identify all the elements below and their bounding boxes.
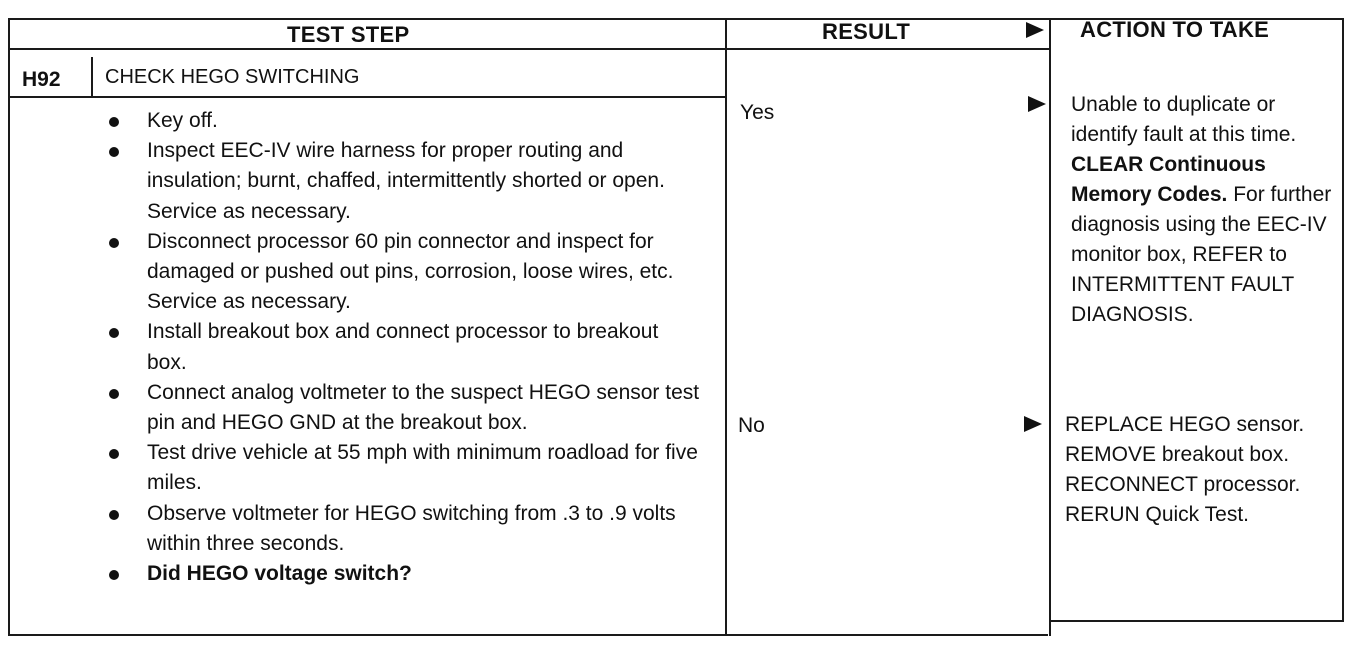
table-right-border bbox=[1342, 18, 1344, 622]
list-item: Observe voltmeter for HEGO switching fro… bbox=[103, 499, 703, 559]
list-item: Did HEGO voltage switch? bbox=[103, 559, 703, 589]
bullet-icon bbox=[109, 509, 119, 520]
header-result: RESULT bbox=[822, 19, 911, 44]
bullet-icon bbox=[109, 449, 119, 460]
action-yes-emphasis: CLEAR Continuous Memory Codes. bbox=[1071, 153, 1266, 206]
table-bottom-border bbox=[8, 634, 1048, 636]
action-column-divider bbox=[1049, 18, 1051, 636]
bullet-icon bbox=[109, 147, 119, 158]
header-arrow-icon bbox=[1026, 22, 1044, 38]
header-bottom-border bbox=[8, 48, 1051, 50]
result-yes-arrow-icon bbox=[1028, 96, 1046, 112]
test-step-list: Key off. Inspect EEC-IV wire harness for… bbox=[103, 106, 703, 589]
step-title: CHECK HEGO SWITCHING bbox=[105, 66, 360, 88]
result-no-arrow-icon bbox=[1024, 416, 1042, 432]
table-top-border bbox=[8, 18, 1344, 20]
header-test-step: TEST STEP bbox=[287, 22, 410, 47]
bullet-icon bbox=[109, 117, 119, 127]
list-item: Test drive vehicle at 55 mph with minimu… bbox=[103, 438, 703, 498]
step-code: H92 bbox=[22, 68, 61, 91]
result-no: No bbox=[738, 414, 765, 437]
action-bottom-border bbox=[1051, 620, 1344, 622]
bullet-icon bbox=[109, 237, 119, 248]
code-column-divider bbox=[91, 57, 93, 98]
result-column-divider bbox=[725, 18, 727, 636]
step-title-bottom-border bbox=[8, 96, 727, 98]
bullet-icon bbox=[109, 328, 119, 339]
result-yes: Yes bbox=[740, 101, 775, 124]
list-item: Key off. bbox=[103, 106, 703, 136]
list-item: Install breakout box and connect process… bbox=[103, 317, 703, 377]
list-item: Disconnect processor 60 pin connector an… bbox=[103, 227, 703, 318]
list-item: Inspect EEC-IV wire harness for proper r… bbox=[103, 136, 703, 227]
table-left-border bbox=[8, 18, 10, 636]
bullet-icon bbox=[109, 570, 119, 581]
header-action-to-take: ACTION TO TAKE bbox=[1080, 17, 1270, 42]
bullet-icon bbox=[109, 388, 119, 399]
action-yes: Unable to duplicate or identify fault at… bbox=[1071, 93, 1332, 326]
action-no: REPLACE HEGO sensor. REMOVE breakout box… bbox=[1065, 413, 1305, 526]
list-item: Connect analog voltmeter to the suspect … bbox=[103, 378, 703, 438]
